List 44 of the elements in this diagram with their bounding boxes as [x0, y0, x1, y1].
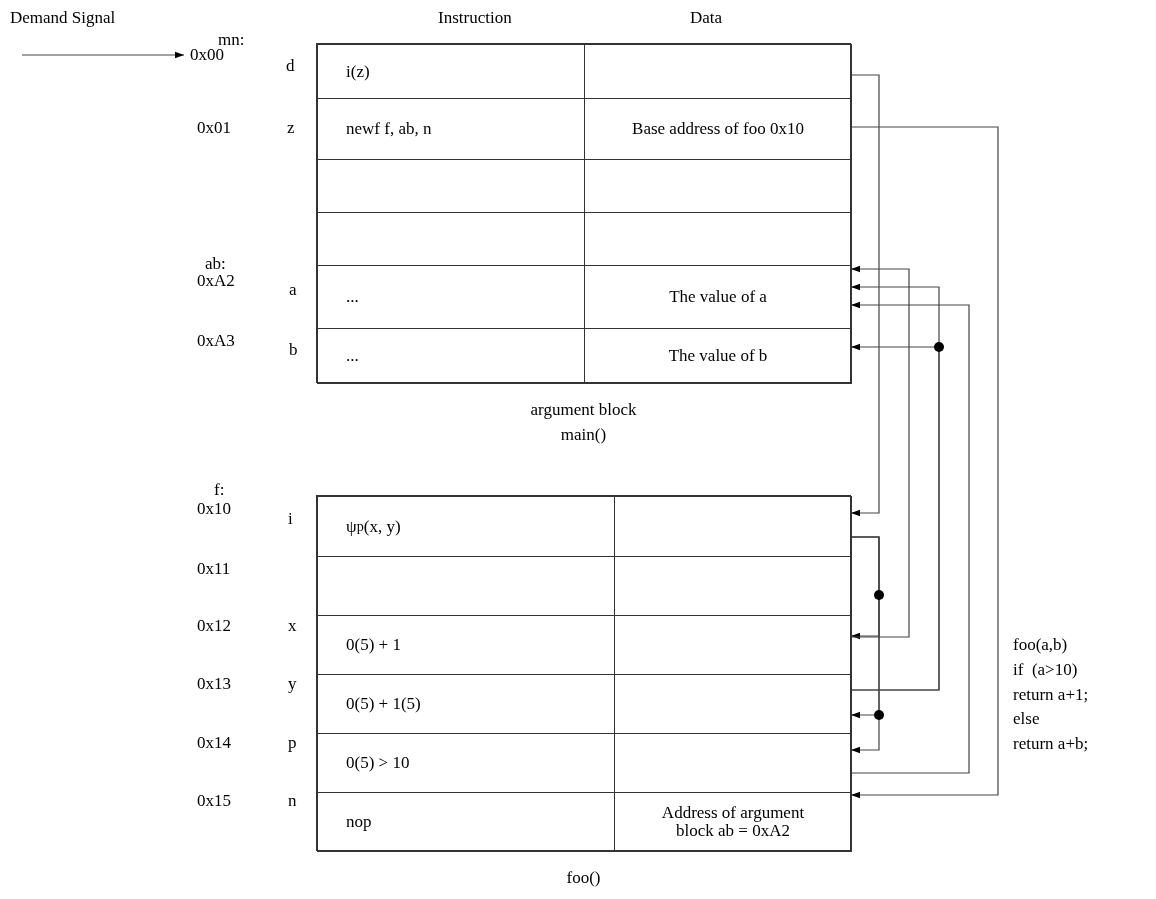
address-label: 0xA2 [197, 271, 235, 291]
data-cell [614, 496, 852, 557]
arrow [850, 301, 970, 774]
code-line: return a+1; [1013, 685, 1089, 705]
address-label: 0x13 [197, 674, 231, 694]
row-name: p [288, 733, 297, 753]
row-name: z [287, 118, 295, 138]
code-line: else [1013, 709, 1040, 729]
arrow [21, 51, 185, 59]
code-line: return a+b; [1013, 734, 1089, 754]
block-caption: main() [560, 425, 607, 445]
row-name: y [288, 674, 297, 694]
row-name: b [289, 340, 298, 360]
address-label: 0x12 [197, 616, 231, 636]
signal-label: Demand Signal [10, 8, 115, 55]
arrow [850, 126, 999, 799]
address-label: 0xA3 [197, 331, 235, 351]
code-line: foo(a,b) [1013, 635, 1068, 655]
row-name: x [288, 616, 297, 636]
address-label: 0x14 [197, 733, 231, 753]
arrow [850, 74, 880, 517]
instruction-cell: ... [317, 328, 585, 384]
column-header: Instruction [438, 8, 512, 28]
address-label: 0x01 [197, 118, 231, 138]
block-label: ab: [205, 254, 226, 274]
arrow [850, 265, 910, 638]
row-name: i [288, 509, 293, 529]
address-label: 0x15 [197, 791, 231, 811]
block-caption: foo() [566, 868, 601, 888]
row-name: a [289, 280, 297, 300]
address-label: 0x10 [197, 499, 231, 519]
row-name: n [288, 791, 297, 811]
block-caption: argument block [530, 400, 637, 420]
row-name: d [286, 56, 295, 76]
data-cell: Address of argument block ab = 0xA2 [614, 792, 852, 852]
column-header: Data [690, 8, 723, 28]
instruction-cell: nop [317, 792, 615, 852]
address-label: 0x11 [197, 559, 231, 579]
block-label: f: [214, 480, 225, 500]
arrow [850, 536, 880, 754]
data-cell [584, 44, 852, 99]
code-line: if (a>10) [1013, 660, 1078, 680]
data-cell: The value of b [584, 328, 852, 384]
instruction-cell: i(z) [317, 44, 585, 99]
